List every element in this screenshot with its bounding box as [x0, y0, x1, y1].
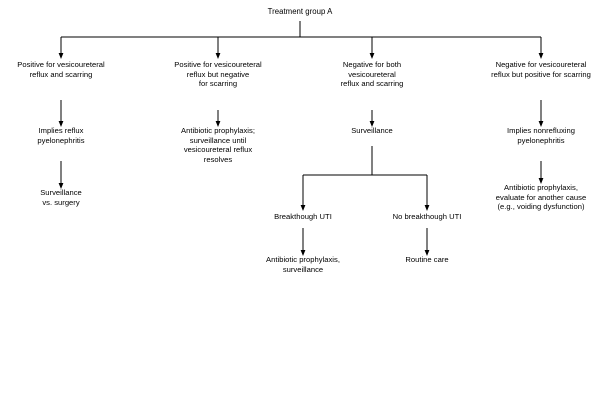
node-positive-reflux-and-scarring: Positive for vesicoureteral reflux and s…	[17, 60, 105, 79]
node-breakthrough-uti: Breakthough UTI	[274, 212, 332, 221]
node-antibiotic-prophylaxis-evaluate-another-cause: Antibiotic prophylaxis, evaluate for ano…	[495, 183, 587, 212]
node-implies-nonrefluxing-pyelonephritis: Implies nonrefluxing pyelonephritis	[507, 126, 575, 145]
node-surveillance: Surveillance	[351, 126, 393, 135]
node-negative-reflux-positive-scarring: Negative for vesicoureteral reflux but p…	[491, 60, 591, 79]
node-no-breakthrough-uti: No breakthough UTI	[392, 212, 462, 221]
node-positive-reflux-negative-scarring: Positive for vesicoureteral reflux but n…	[174, 60, 262, 89]
node-antibiotic-prophylaxis-surveillance-until-resolves: Antibiotic prophylaxis; surveillance unt…	[181, 126, 255, 164]
node-treatment-group-a: Treatment group A	[267, 7, 333, 16]
node-routine-care: Routine care	[405, 255, 449, 264]
node-antibiotic-prophylaxis-surveillance: Antibiotic prophylaxis, surveillance	[266, 255, 340, 274]
node-surveillance-vs-surgery: Surveillance vs. surgery	[40, 188, 82, 207]
node-implies-reflux-pyelonephritis: Implies reflux pyelonephritis	[37, 126, 85, 145]
node-negative-for-both: Negative for both vesicoureteral reflux …	[340, 60, 404, 89]
